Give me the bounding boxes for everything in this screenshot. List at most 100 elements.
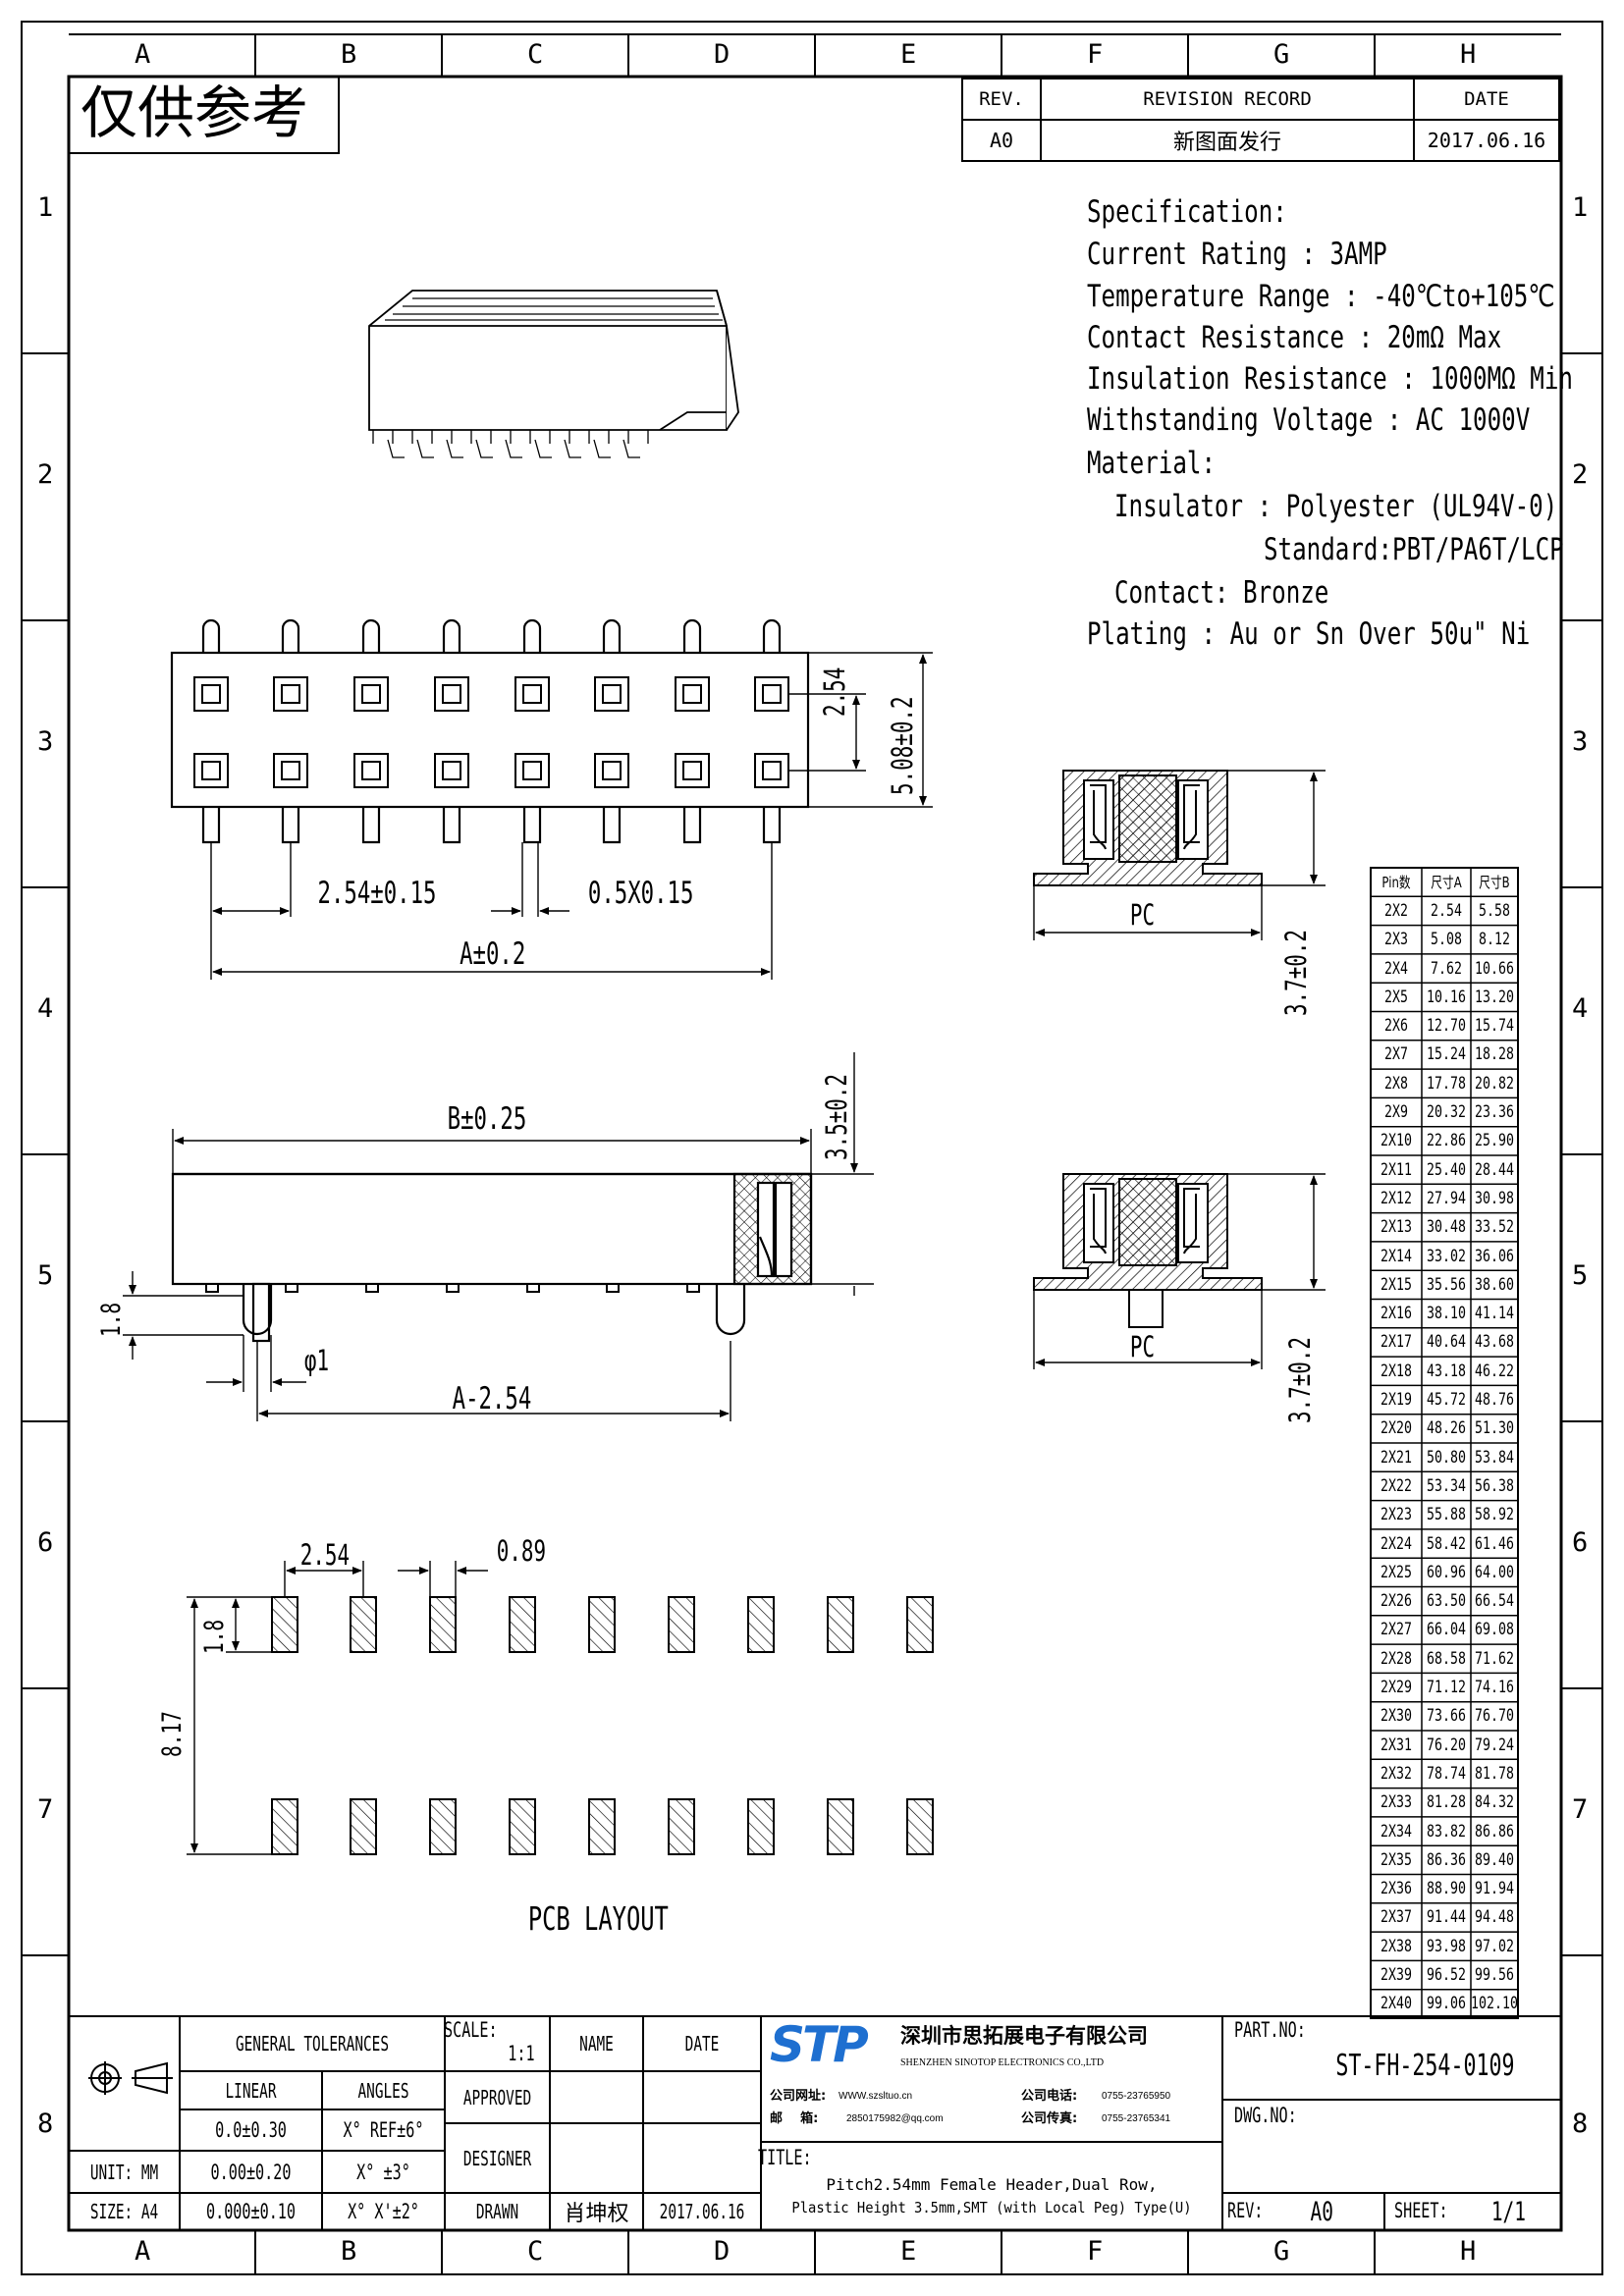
pin-table-cell: 99.56	[1475, 1965, 1514, 1986]
pin-table-cell: 33.02	[1427, 1246, 1466, 1266]
spec-temperature: Temperature Range : -40℃to+105℃	[1087, 279, 1555, 314]
pin-table-cell: 68.58	[1427, 1648, 1466, 1669]
pin-table-cell: 23.36	[1475, 1102, 1514, 1123]
zone-row-label: 2	[37, 459, 54, 490]
pin-table-cell: 2X29	[1380, 1678, 1412, 1698]
revision-row-date: 2017.06.16	[1427, 129, 1546, 152]
zone-col-label: D	[714, 2236, 731, 2267]
pin-table-cell: 2X36	[1380, 1879, 1412, 1899]
tb-sheet-value: 1/1	[1490, 2197, 1526, 2227]
pin-table-cell: 2X9	[1384, 1102, 1408, 1123]
pin-table-cell: 88.90	[1427, 1879, 1466, 1899]
dim-side-height-1: 3.7±0.2	[1279, 930, 1313, 1016]
pin-table-cell: 2X33	[1380, 1792, 1412, 1813]
pin-table-cell: 2X31	[1380, 1735, 1412, 1755]
dim-pc-1: PC	[1129, 898, 1156, 932]
pin-table-cell: 18.28	[1475, 1044, 1514, 1065]
company-web-label: 公司网址:	[770, 2089, 827, 2104]
zone-row-label: 6	[1572, 1527, 1589, 1558]
pin-table-cell: 102.10	[1471, 1994, 1518, 2014]
pin-table-cell: 38.60	[1475, 1274, 1514, 1295]
dim-row-pitch: 2.54	[818, 667, 851, 717]
pin-table-cell: 71.62	[1475, 1648, 1514, 1669]
pin-table-cell: 8.12	[1479, 930, 1510, 950]
tb-name-header: NAME	[579, 2032, 614, 2056]
revision-row-record: 新图面发行	[1172, 131, 1281, 155]
pin-table-cell: 2X21	[1380, 1447, 1412, 1468]
tb-rev-label: REV:	[1227, 2199, 1264, 2222]
zone-col-label: A	[135, 2236, 151, 2267]
pin-table-cell: 69.08	[1475, 1620, 1514, 1640]
pin-table-cell: 2X7	[1384, 1044, 1408, 1065]
zone-row-label: 1	[37, 192, 54, 223]
tb-drawn-date: 2017.06.16	[659, 2200, 745, 2223]
spec-voltage: Withstanding Voltage : AC 1000V	[1087, 402, 1531, 438]
company-web: WWW.szsltuo.cn	[839, 2091, 913, 2102]
dim-peg-dia: φ1	[303, 1344, 330, 1377]
pin-table-header: Pin数	[1381, 874, 1411, 892]
dim-width: 5.08±0.2	[886, 696, 919, 795]
tb-linear-3: 0.000±0.10	[205, 2200, 297, 2223]
pin-table-cell: 2X2	[1384, 900, 1408, 921]
pin-table-cell: 51.30	[1475, 1418, 1514, 1439]
pin-table-cell: 35.56	[1427, 1274, 1466, 1295]
pin-table-cell: 96.52	[1427, 1965, 1466, 1986]
pin-table-cell: 81.28	[1427, 1792, 1466, 1813]
pin-table-header: 尺寸B	[1479, 874, 1510, 892]
revision-header-date: DATE	[1464, 88, 1509, 110]
zone-row-label: 5	[37, 1260, 54, 1291]
zone-col-label: F	[1087, 39, 1104, 70]
zone-col-label: G	[1273, 39, 1290, 70]
dim-pin-size: 0.5X0.15	[587, 876, 694, 911]
pin-table-cell: 33.52	[1475, 1217, 1514, 1238]
tb-rev-value: A0	[1310, 2197, 1333, 2227]
pin-table-cell: 15.24	[1427, 1044, 1466, 1065]
zone-row-label: 6	[37, 1527, 54, 1558]
pin-table-cell: 66.54	[1475, 1591, 1514, 1612]
pin-table-cell: 2X17	[1380, 1332, 1412, 1353]
pin-table-cell: 2X30	[1380, 1706, 1412, 1727]
zone-col-label: H	[1460, 2236, 1477, 2267]
pin-table-cell: 91.44	[1427, 1907, 1466, 1928]
pin-table-cell: 2X39	[1380, 1965, 1412, 1986]
pin-table-cell: 20.82	[1475, 1073, 1514, 1094]
pin-table-cell: 2X22	[1380, 1475, 1412, 1496]
tb-part-no: ST-FH-254-0109	[1335, 2049, 1515, 2083]
pin-table-cell: 61.46	[1475, 1533, 1514, 1554]
dim-pcb-pad-w: 0.89	[496, 1534, 547, 1568]
company-tel-label: 公司电话:	[1021, 2089, 1078, 2104]
zone-row-label: 8	[1572, 2109, 1589, 2139]
pin-table-cell: 2X8	[1384, 1073, 1408, 1094]
pin-table-cell: 28.44	[1475, 1159, 1514, 1180]
dim-peg-len: 1.8	[96, 1302, 127, 1337]
tb-angle-1: X° REF±6°	[343, 2118, 424, 2142]
tb-sheet-label: SHEET:	[1394, 2199, 1448, 2222]
tb-size: SIZE: A4	[89, 2200, 159, 2223]
pin-table-cell: 2X5	[1384, 987, 1408, 1007]
pin-table-cell: 30.98	[1475, 1188, 1514, 1208]
dim-pitch-tol: 2.54±0.15	[317, 876, 437, 911]
spec-standard: Standard:PBT/PA6T/LCP	[1264, 532, 1564, 567]
pin-table-cell: 25.90	[1475, 1131, 1514, 1151]
pin-table-cell: 2X10	[1380, 1131, 1412, 1151]
pin-table-cell: 2X13	[1380, 1217, 1412, 1238]
pin-table-cell: 41.14	[1475, 1304, 1514, 1324]
pin-table-cell: 2X15	[1380, 1274, 1412, 1295]
pin-table-cell: 2X37	[1380, 1907, 1412, 1928]
tb-angle-3: X° X'±2°	[348, 2200, 419, 2223]
pin-table-cell: 78.74	[1427, 1763, 1466, 1784]
zone-row-label: 7	[1572, 1794, 1589, 1825]
pin-table-cell: 76.20	[1427, 1735, 1466, 1755]
company-name-en: SHENZHEN SINOTOP ELECTRONICS CO.,LTD	[900, 2057, 1105, 2068]
zone-col-label: B	[341, 39, 357, 70]
company-mail: 2850175982@qq.com	[846, 2113, 944, 2124]
zone-row-label: 3	[1572, 726, 1589, 757]
pin-table-cell: 66.04	[1427, 1620, 1466, 1640]
pin-table-cell: 2X27	[1380, 1620, 1412, 1640]
pin-table-cell: 86.36	[1427, 1849, 1466, 1870]
dim-pcb-pitch: 2.54	[299, 1538, 351, 1572]
zone-row-label: 4	[1572, 993, 1589, 1024]
pin-table-cell: 2X12	[1380, 1188, 1412, 1208]
tb-scale-value: 1:1	[508, 2042, 535, 2065]
